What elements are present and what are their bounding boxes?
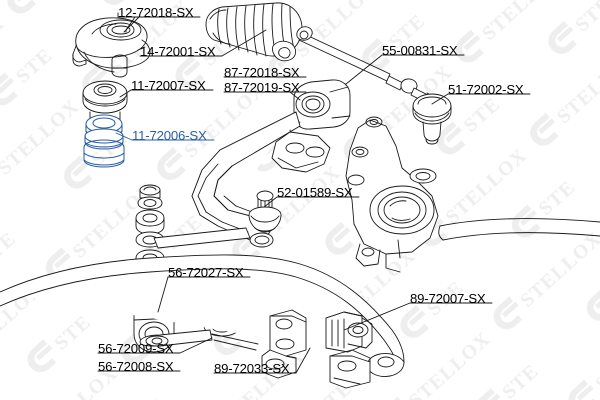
- part-label-56-72027-sx: 56-72027-SX: [168, 265, 244, 280]
- leader-lines: [97, 12, 531, 374]
- part-label-87-72018-sx: 87-72018-SX: [224, 65, 300, 80]
- part-label-11-72006-sx: 11-72006-SX: [132, 128, 207, 143]
- part-stabilizer-bar-bracket: [261, 309, 307, 379]
- part-label-11-72007-sx: 11-72007-SX: [131, 78, 206, 93]
- part-label-52-01589-sx: 52-01589-SX: [277, 185, 353, 200]
- part-arm-mount-plate: [271, 131, 331, 173]
- part-outer-tie-rod-end: [412, 93, 452, 145]
- part-label-56-72008-sx: 56-72008-SX: [98, 359, 174, 374]
- part-control-arm-bushings: [293, 79, 351, 130]
- part-label-56-72009-sx: 56-72009-SX: [98, 341, 174, 356]
- part-lower-control-arm: [191, 111, 301, 248]
- part-stabilizer-bar: [0, 218, 600, 377]
- part-label-12-72018-sx: 12-72018-SX: [118, 5, 194, 20]
- part-label-51-72002-sx: 51-72002-SX: [448, 82, 524, 97]
- part-lower-ball-joint: [248, 190, 282, 233]
- part-label-89-72007-sx: 89-72007-SX: [410, 291, 486, 306]
- part-small-mount-bracket: [329, 349, 371, 389]
- part-strut-mount: [72, 17, 151, 78]
- part-bump-stop-highlighted: [83, 114, 125, 168]
- part-label-14-72001-sx: 14-72001-SX: [140, 44, 216, 59]
- part-steering-rack-boot: [205, 2, 303, 62]
- part-steering-knuckle: [345, 116, 439, 273]
- part-label-87-72019-sx: 87-72019-SX: [224, 80, 300, 95]
- part-label-89-72033-sx: 89-72033-SX: [214, 361, 290, 376]
- part-label-55-00831-sx: 55-00831-SX: [382, 43, 458, 58]
